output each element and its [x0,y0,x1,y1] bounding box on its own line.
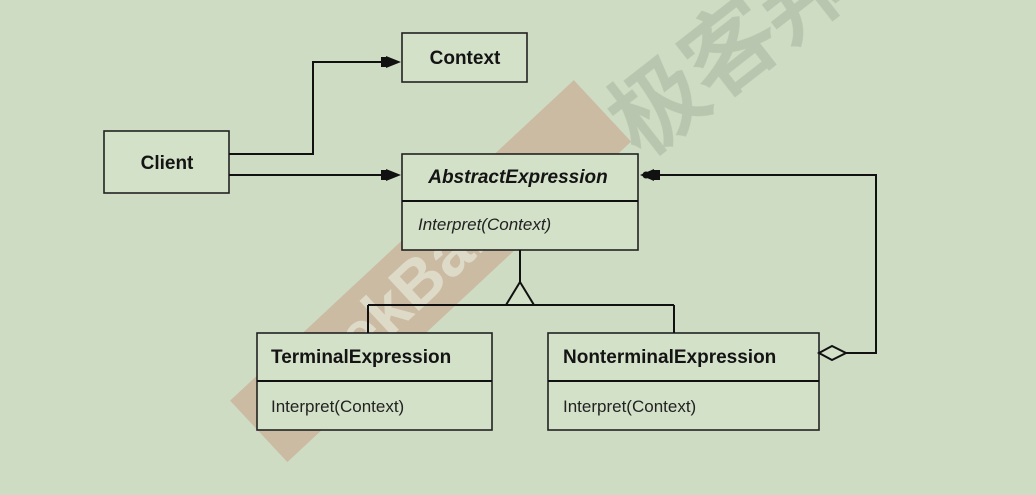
class-context: Context [401,32,528,83]
arrowhead-icon [386,169,401,181]
class-terminal-expression-operation: Interpret(Context) [271,397,404,416]
association-client-context [229,56,401,155]
aggregation-nonterminal-abstract [640,169,877,362]
arrow-tail-marker-icon [381,170,386,180]
class-nonterminal-expression-name: NonterminalExpression [563,347,776,368]
inheritance-tree [367,250,675,333]
arrowhead-icon [386,56,401,68]
class-terminal-expression-name: TerminalExpression [271,347,451,368]
arrow-tail-marker-icon [654,170,660,180]
class-abstract-expression-operation: Interpret(Context) [418,215,551,234]
watermark-cjk-text: 极客邦 [591,0,871,175]
inheritance-triangle-icon [504,280,536,306]
aggregation-dot-icon [642,171,650,179]
arrow-tail-marker-icon [381,57,386,67]
class-client-name: Client [141,153,194,174]
aggregation-diamond-icon [816,344,849,362]
class-context-name: Context [430,48,501,69]
class-client: Client [103,130,230,194]
class-abstract-expression: AbstractExpression Interpret(Context) [401,153,639,251]
class-nonterminal-expression: NonterminalExpression Interpret(Context) [547,332,820,431]
class-abstract-expression-name: AbstractExpression [427,167,608,188]
association-client-abstract [229,169,401,181]
class-nonterminal-expression-operation: Interpret(Context) [563,397,696,416]
class-terminal-expression: TerminalExpression Interpret(Context) [256,332,493,431]
